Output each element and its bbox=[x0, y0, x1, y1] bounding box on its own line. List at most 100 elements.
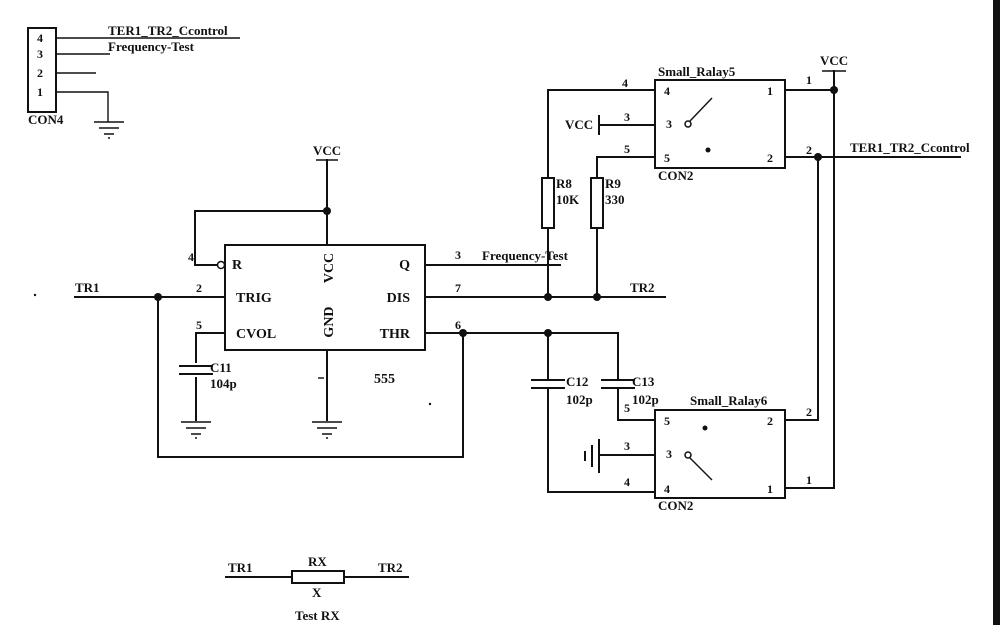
junction-vcc-relay5 bbox=[830, 86, 838, 94]
timer-pin-vcc: VCC bbox=[322, 253, 337, 283]
relay6-pin-5: 5 bbox=[664, 414, 670, 428]
timer-num-thr: 6 bbox=[455, 318, 461, 332]
c11-capacitor bbox=[179, 365, 213, 375]
timer-reset-bubble bbox=[216, 260, 226, 270]
timer-num-cvol: 5 bbox=[196, 318, 202, 332]
relay6-ext-3: 3 bbox=[624, 439, 630, 453]
relay5-footer: CON2 bbox=[658, 168, 693, 183]
timer-num-q: 3 bbox=[455, 248, 461, 262]
r8-value: 10K bbox=[556, 192, 580, 207]
c12-capacitor: C12 102p bbox=[531, 332, 656, 493]
q-net-label: Frequency-Test bbox=[482, 248, 569, 263]
timer-num-r: 4 bbox=[188, 250, 194, 264]
cvol-wire bbox=[195, 332, 226, 363]
relay5-body bbox=[654, 79, 786, 169]
vcc-right-label: VCC bbox=[820, 53, 848, 68]
timer-555: R TRIG CVOL Q DIS THR VCC GND 555 4 2 5 … bbox=[188, 244, 461, 387]
tr1-label: TR1 bbox=[75, 280, 100, 295]
relay6-pin-2: 2 bbox=[767, 414, 773, 428]
timer-pin-r: R bbox=[232, 258, 243, 273]
junction-reset bbox=[323, 207, 331, 215]
relay6-ext-2: 2 bbox=[806, 405, 812, 419]
timer-pin-gnd: GND bbox=[322, 306, 337, 337]
c13-value: 102p bbox=[632, 392, 659, 407]
r8-resistor: R8 10K bbox=[541, 89, 656, 298]
relay6: Small_Ralay6 CON2 5 3 4 2 1 5 3 4 2 1 bbox=[584, 393, 812, 513]
timer-part-label: 555 bbox=[374, 372, 395, 387]
timer-num-dis: 7 bbox=[455, 281, 461, 295]
relay5-ext-2: 2 bbox=[806, 143, 812, 157]
timer-pin-dis: DIS bbox=[387, 291, 411, 306]
con4-body bbox=[27, 27, 57, 113]
timer-pin-trig: TRIG bbox=[236, 291, 272, 306]
relay5-title: Small_Ralay5 bbox=[658, 64, 736, 79]
relay5-ext-4: 4 bbox=[622, 76, 628, 90]
page-edge-bar bbox=[993, 0, 1000, 625]
c11-ground-icon bbox=[181, 421, 211, 439]
right-rails: VCC TER1_TR2_Ccontrol bbox=[784, 53, 970, 489]
tr2-label: TR2 bbox=[630, 280, 655, 295]
c11-name: C11 bbox=[210, 360, 232, 375]
timer-wiring: VCC TR1 C11 104p Frequency-Test bbox=[74, 143, 666, 458]
r9-resistor: R9 330 bbox=[590, 156, 656, 298]
relay5-pin-5: 5 bbox=[664, 151, 670, 165]
relay6-ext-5: 5 bbox=[624, 401, 630, 415]
timer-body bbox=[224, 244, 426, 351]
con4-pin-3: 3 bbox=[37, 47, 43, 61]
relay5-pin-1: 1 bbox=[767, 84, 773, 98]
r9-name: R9 bbox=[605, 176, 621, 191]
stray-dot-mid bbox=[428, 402, 432, 406]
relay5-pin-3: 3 bbox=[666, 117, 672, 131]
con4-net-ter: TER1_TR2_Ccontrol bbox=[108, 23, 228, 38]
relay5: Small_Ralay5 CON2 4 3 5 1 2 4 3 5 1 2 VC… bbox=[565, 64, 812, 183]
r9-value: 330 bbox=[605, 192, 625, 207]
relay6-pin-3: 3 bbox=[666, 447, 672, 461]
con4-pin-4: 4 bbox=[37, 31, 43, 45]
c12-value: 102p bbox=[566, 392, 593, 407]
relay6-pin-4: 4 bbox=[664, 482, 670, 496]
c11-value: 104p bbox=[210, 376, 237, 391]
test-rx-tr1: TR1 bbox=[228, 560, 253, 575]
con4-pin-1: 1 bbox=[37, 85, 43, 99]
relay6-body bbox=[654, 409, 786, 499]
relay5-vcc-label: VCC bbox=[565, 117, 593, 132]
c13-name: C13 bbox=[632, 374, 655, 389]
test-rx-value: X bbox=[312, 585, 322, 600]
test-rx-tr2: TR2 bbox=[378, 560, 403, 575]
test-rx-caption: Test RX bbox=[295, 608, 340, 623]
test-rx-name: RX bbox=[308, 554, 327, 569]
relay6-ext-4: 4 bbox=[624, 475, 630, 489]
test-rx-resistor bbox=[291, 570, 345, 584]
ter-control-label: TER1_TR2_Ccontrol bbox=[850, 140, 970, 155]
c12-name: C12 bbox=[566, 374, 588, 389]
c13-capacitor: C13 102p bbox=[601, 332, 659, 421]
relay5-ext-3: 3 bbox=[624, 110, 630, 124]
relay6-ext-1: 1 bbox=[806, 473, 812, 487]
relay6-footer: CON2 bbox=[658, 498, 693, 513]
relay5-ext-1: 1 bbox=[806, 73, 812, 87]
con4-pin-2: 2 bbox=[37, 66, 43, 80]
stray-dot-left bbox=[33, 293, 37, 297]
relay6-title: Small_Ralay6 bbox=[690, 393, 768, 408]
relay5-switch-icon bbox=[684, 97, 713, 153]
timer-num-trig: 2 bbox=[196, 281, 202, 295]
timer-pin-q: Q bbox=[399, 258, 410, 273]
con4-label: CON4 bbox=[28, 112, 64, 127]
con4-net-freq: Frequency-Test bbox=[108, 39, 195, 54]
relay5-pin-2: 2 bbox=[767, 151, 773, 165]
relay5-pin-4: 4 bbox=[664, 84, 670, 98]
timer-vcc-label: VCC bbox=[313, 143, 341, 158]
con4-connector: 4 3 2 1 CON4 TER1_TR2_Ccontrol Frequency… bbox=[27, 23, 240, 139]
con4-ground-icon bbox=[94, 121, 124, 139]
timer-ground-icon bbox=[312, 421, 342, 439]
junction-thr-loop bbox=[459, 329, 467, 337]
ter-to-relay6-wire bbox=[784, 156, 819, 421]
test-rx: TR1 TR2 RX X Test RX bbox=[225, 554, 409, 623]
relay6-pin-1: 1 bbox=[767, 482, 773, 496]
feedback-loop-wire bbox=[157, 296, 464, 458]
timer-pin-cvol: CVOL bbox=[236, 327, 276, 342]
reset-tie-wire bbox=[194, 210, 328, 266]
r8-name: R8 bbox=[556, 176, 572, 191]
timer-pin-thr: THR bbox=[380, 327, 411, 342]
